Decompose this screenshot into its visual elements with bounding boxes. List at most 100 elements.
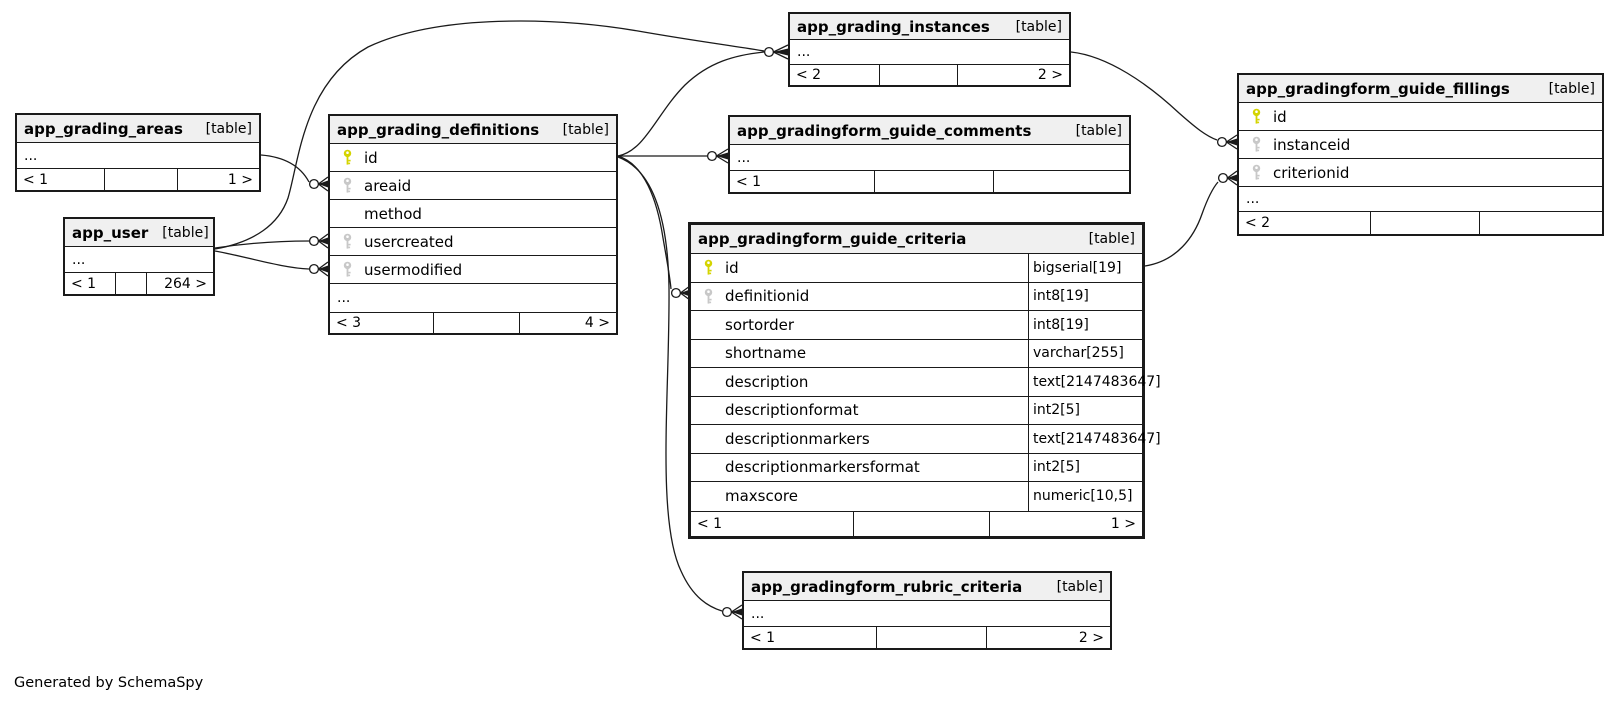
table-name: app_gradingform_guide_fillings — [1246, 79, 1510, 98]
column-row-instanceid: instanceid — [1239, 131, 1602, 159]
footer-parent-count: < 1 — [71, 275, 97, 292]
footer-child-count: 4 > — [518, 313, 616, 333]
more-columns-row: ... — [737, 149, 751, 166]
table-name: app_gradingform_guide_comments — [737, 121, 1032, 140]
connector-definitions-usermodified — [308, 261, 329, 277]
more-columns-row: ... — [337, 290, 351, 306]
table-name: app_gradingform_guide_criteria — [698, 230, 967, 248]
table-name: app_grading_areas — [24, 119, 183, 138]
footer-middle-cell — [1369, 212, 1479, 234]
connector-fillings-instanceid — [1216, 134, 1238, 150]
column-row-id: id bigserial[19] — [691, 254, 1142, 283]
table-tag: [table] — [1015, 18, 1062, 35]
edge-areas-to-definitions-areaid — [260, 154, 310, 183]
footer-middle-cell — [115, 273, 146, 294]
table-node-app-grading-definitions[interactable]: app_grading_definitions [table] id areaid… — [328, 114, 618, 335]
foreign-key-icon — [1239, 136, 1273, 153]
connector-definitions-areaid — [308, 176, 329, 192]
table-node-app-gradingform-rubric-criteria[interactable]: app_gradingform_rubric_criteria [table] … — [742, 571, 1112, 650]
column-type: text[2147483647] — [1028, 368, 1165, 396]
column-name: description — [725, 372, 809, 391]
table-node-app-gradingform-guide-comments[interactable]: app_gradingform_guide_comments [table] .… — [728, 115, 1131, 194]
footer-child-count: 2 > — [985, 627, 1110, 648]
column-name: maxscore — [725, 487, 798, 506]
table-name: app_gradingform_rubric_criteria — [751, 577, 1023, 596]
column-name: descriptionformat — [725, 401, 859, 420]
foreign-key-icon — [330, 177, 364, 194]
table-node-app-gradingform-guide-fillings[interactable]: app_gradingform_guide_fillings [table] i… — [1237, 73, 1604, 236]
column-row-descriptionformat: descriptionformat int2[5] — [691, 396, 1142, 425]
table-tag: [table] — [1056, 578, 1103, 595]
table-header[interactable]: app_gradingform_guide_fillings [table] — [1239, 75, 1602, 103]
column-name: instanceid — [1273, 135, 1351, 154]
table-header[interactable]: app_gradingform_rubric_criteria [table] — [744, 573, 1110, 601]
table-header[interactable]: app_grading_areas [table] — [17, 115, 259, 143]
column-type: int2[5] — [1028, 453, 1142, 481]
edge-user-to-definitions-usercreated — [214, 240, 310, 249]
table-tag: [table] — [1088, 231, 1135, 247]
table-header[interactable]: app_grading_definitions [table] — [330, 116, 616, 144]
column-type: int2[5] — [1028, 396, 1142, 424]
table-tag: [table] — [1548, 80, 1595, 97]
table-columns: ... — [790, 40, 1069, 64]
footer-child-count: 1 > — [988, 511, 1142, 536]
table-node-app-user[interactable]: app_user [table] ... < 1 264 > — [63, 217, 215, 296]
column-row-areaid: areaid — [330, 172, 616, 200]
table-node-app-grading-areas[interactable]: app_grading_areas [table] ... < 1 1 > — [15, 113, 261, 192]
table-header[interactable]: app_grading_instances [table] — [790, 14, 1069, 40]
table-tag: [table] — [162, 224, 209, 241]
footer-middle-cell — [853, 511, 988, 536]
table-node-app-gradingform-guide-criteria[interactable]: app_gradingform_guide_criteria [table] i… — [688, 222, 1161, 539]
column-name: id — [364, 148, 378, 167]
primary-key-icon — [1239, 108, 1273, 125]
column-row-id: id — [1239, 103, 1602, 131]
more-columns-row: ... — [72, 251, 86, 268]
column-name: id — [725, 258, 739, 277]
table-footer: < 1 264 > — [65, 272, 213, 294]
column-name: descriptionmarkers — [725, 429, 870, 448]
column-row-usercreated: usercreated — [330, 228, 616, 256]
table-header[interactable]: app_gradingform_guide_criteria [table] — [691, 225, 1142, 254]
footer-parent-count: < 1 — [697, 515, 723, 532]
footer-child-count: 1 > — [176, 169, 259, 190]
column-row-sortorder: sortorder int8[19] — [691, 311, 1142, 340]
table-node-app-grading-instances[interactable]: app_grading_instances [table] ... < 2 2 … — [788, 12, 1071, 87]
more-columns-row: ... — [751, 605, 765, 622]
column-name: sortorder — [725, 315, 795, 334]
footer-child-count: 264 > — [146, 273, 213, 294]
column-type: varchar[255] — [1028, 339, 1142, 367]
edge-user-to-definitions-usermodified — [214, 250, 310, 270]
footer-middle-cell — [873, 171, 994, 192]
table-header[interactable]: app_user [table] — [65, 219, 213, 247]
column-row-id: id — [330, 144, 616, 172]
table-columns: ... — [65, 247, 213, 272]
table-header[interactable]: app_gradingform_guide_comments [table] — [730, 117, 1129, 145]
footer-parent-count: < 3 — [336, 315, 362, 331]
column-row-method: method — [330, 200, 616, 228]
column-name: shortname — [725, 344, 807, 363]
column-name: method — [364, 204, 422, 223]
column-type: bigserial[19] — [1028, 254, 1142, 282]
column-name: areaid — [364, 176, 412, 195]
column-row-criterionid: criterionid — [1239, 159, 1602, 187]
column-type: int8[19] — [1028, 311, 1142, 339]
edge-user-to-instances — [214, 20, 765, 250]
column-type: text[2147483647] — [1028, 425, 1165, 453]
footer-parent-count: < 2 — [1245, 215, 1271, 231]
column-name: usermodified — [364, 260, 463, 279]
table-columns: ... — [730, 145, 1129, 170]
table-footer: < 1 1 > — [691, 510, 1142, 536]
table-columns: id areaid method usercreated usermodified... — [330, 144, 616, 312]
table-name: app_grading_instances — [797, 17, 990, 36]
column-type: int8[19] — [1028, 282, 1142, 310]
footer-parent-count: < 1 — [750, 629, 776, 646]
table-footer: < 2 2 > — [790, 64, 1069, 85]
table-tag: [table] — [1075, 122, 1122, 139]
